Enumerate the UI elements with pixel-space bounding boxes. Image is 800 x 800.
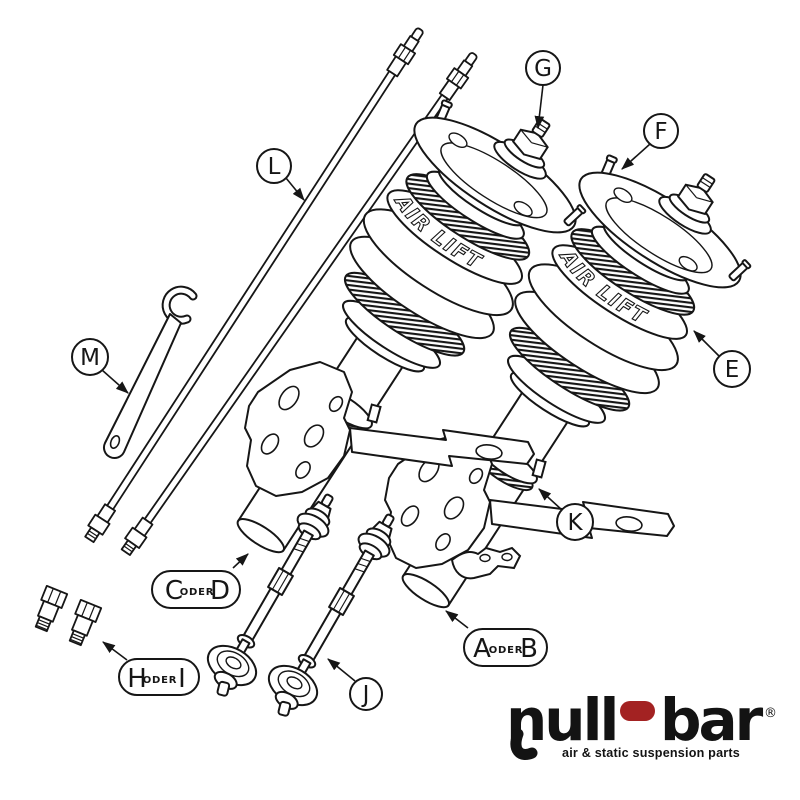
callout-m: M <box>71 338 129 394</box>
callout-ab-left: A <box>473 634 491 664</box>
logo-word-null: null <box>506 686 616 754</box>
callout-k: K <box>538 488 594 541</box>
callout-e: E <box>693 330 751 388</box>
callout-c-oder-d: C ODER D <box>151 553 249 609</box>
callout-cd-left: C <box>165 576 183 606</box>
callout-a-oder-b: A ODER B <box>445 610 548 667</box>
callout-hi-oder: ODER <box>143 675 178 686</box>
logo-n-tail <box>510 728 538 760</box>
callout-j-label: J <box>361 682 370 708</box>
callout-g-label: G <box>534 56 552 82</box>
callout-cd-oder: ODER <box>180 587 215 598</box>
nullbar-logo: null bar ® air & static suspension parts <box>506 686 777 760</box>
callout-ab-oder: ODER <box>489 645 524 656</box>
callout-ab-right: B <box>520 634 538 664</box>
callout-hi-left: H <box>127 664 147 694</box>
sway-bar-fork <box>450 546 522 580</box>
callout-m-label: M <box>80 345 100 371</box>
callout-h-oder-i: H ODER I <box>102 641 200 696</box>
callout-g: G <box>525 50 561 130</box>
logo-word-bar: bar <box>660 686 764 754</box>
callout-l-label: L <box>268 154 281 180</box>
callout-f: F <box>621 113 679 170</box>
callout-l: L <box>256 148 305 201</box>
logo-dash <box>620 701 655 721</box>
hook-spanner-wrench <box>103 285 198 459</box>
mount-stud-rear <box>598 154 618 183</box>
logo-tagline: air & static suspension parts <box>562 746 740 760</box>
callout-f-label: F <box>654 119 667 145</box>
callout-cd-right: D <box>210 576 230 606</box>
logo-registered-mark: ® <box>764 706 777 721</box>
callout-j: J <box>327 658 383 711</box>
callout-e-label: E <box>725 357 740 383</box>
top-mount-nut-front <box>493 118 551 180</box>
top-mount-nut-rear <box>658 173 716 235</box>
callouts: G F L E M <box>71 50 751 711</box>
callout-k-label: K <box>567 510 583 536</box>
callout-hi-right: I <box>178 664 186 694</box>
